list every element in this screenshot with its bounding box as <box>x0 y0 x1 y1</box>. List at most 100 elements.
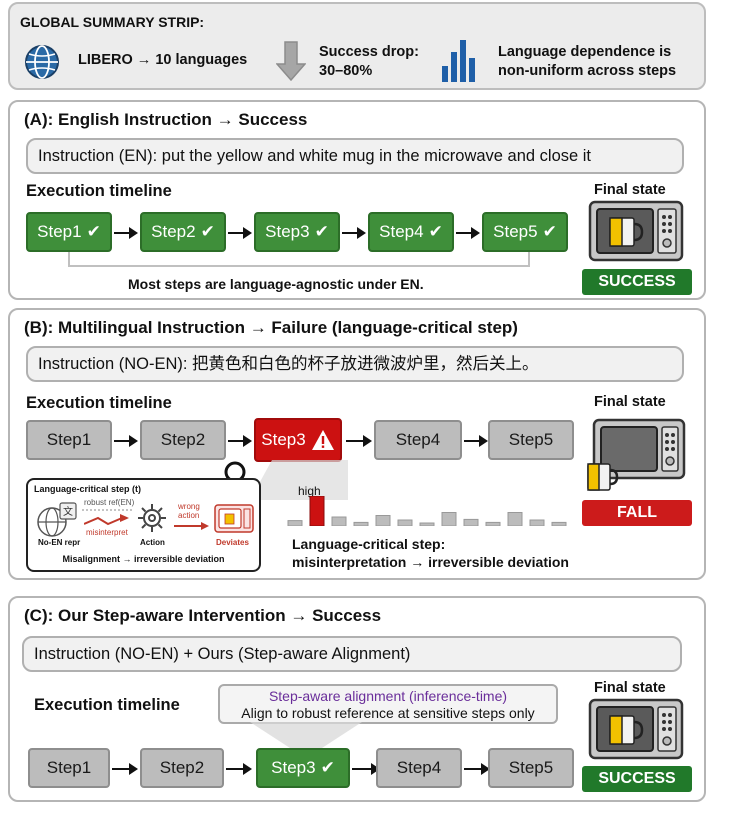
bar <box>397 519 413 526</box>
arrow-icon <box>342 227 366 239</box>
panel-a-step3: Step3✔ <box>254 212 340 252</box>
alignment-pointer <box>250 722 362 748</box>
step-label: Step4 <box>395 430 441 449</box>
zigzag-arrow-icon <box>84 514 129 526</box>
step-label: Step2 <box>160 430 206 449</box>
inset-misinterpret: misinterpret <box>86 528 128 537</box>
panel-b-step5: Step5 <box>488 420 574 460</box>
inset-bottom-caption: Misalignment → irreversible deviation <box>62 554 225 564</box>
bar <box>375 515 391 526</box>
step-dependence-bars <box>287 496 567 526</box>
check-icon: ✔ <box>314 222 329 241</box>
panel-b-multilingual: (B): Multilingual Instruction → Failure … <box>8 308 706 580</box>
bars-caption-line2: misinterpretation → irreversible deviati… <box>292 554 569 570</box>
bar <box>419 522 435 526</box>
inset-action-label: Action <box>140 538 165 547</box>
panel-c-instruction: Instruction (NO-EN) + Ours (Step-aware A… <box>22 636 682 672</box>
step-label: Step1 <box>37 222 82 241</box>
panel-c-step5: Step5 <box>488 748 574 788</box>
panel-b-step1: Step1 <box>26 420 112 460</box>
panel-a-step5: Step5✔ <box>482 212 568 252</box>
step-label: Step1 <box>46 430 92 449</box>
multilingual-globe-icon: 文 <box>37 502 77 537</box>
summary-dependence-line2: non-uniform across steps <box>498 63 677 79</box>
inset-wrong: wrong <box>178 502 200 511</box>
panel-a-caption: Most steps are language-agnostic under E… <box>128 276 424 292</box>
warning-icon <box>311 430 334 450</box>
arrow-icon <box>226 763 252 775</box>
panel-c-step1: Step1 <box>28 748 110 788</box>
bar <box>287 520 303 526</box>
microwave-icon <box>588 698 684 760</box>
arrow-icon <box>464 435 488 447</box>
microwave-icon <box>588 200 684 262</box>
globe-icon <box>25 45 59 79</box>
step-label: Step3 <box>261 430 306 449</box>
panel-b-final-state-label: Final state <box>594 394 666 410</box>
summary-drop-line2: 30–80% <box>319 63 373 79</box>
panel-c-step4: Step4 <box>376 748 462 788</box>
arrow-icon <box>228 435 252 447</box>
bar <box>353 521 369 526</box>
summary-libero-text: LIBERO → 10 languages <box>78 52 248 68</box>
panel-b-title: (B): Multilingual Instruction → Failure … <box>24 318 518 337</box>
panel-a-title: (A): English Instruction → Success <box>24 110 308 129</box>
red-microwave-icon <box>214 504 254 533</box>
panel-b-step2: Step2 <box>140 420 226 460</box>
bracket-connector <box>68 252 530 267</box>
bar-high <box>309 496 325 526</box>
panel-c-final-state-label: Final state <box>594 680 666 696</box>
align-line2: Align to robust reference at sensitive s… <box>241 705 535 721</box>
panel-b-timeline-label: Execution timeline <box>26 394 172 412</box>
panel-a-english: (A): English Instruction → Success Instr… <box>8 100 706 300</box>
microwave-fail-icon <box>587 418 686 491</box>
panel-c-intervention: (C): Our Step-aware Intervention → Succe… <box>8 596 706 802</box>
panel-a-final-state-label: Final state <box>594 182 666 198</box>
bar <box>507 512 523 526</box>
panel-c-timeline-label: Execution timeline <box>34 696 180 714</box>
bar <box>551 521 567 526</box>
arrow-icon <box>114 227 138 239</box>
arrow-icon <box>456 227 480 239</box>
panel-a-success-badge: SUCCESS <box>582 269 692 295</box>
summary-dependence-line1: Language dependence is <box>498 44 672 60</box>
check-icon: ✔ <box>428 222 443 241</box>
step-label: Step2 <box>151 222 196 241</box>
step-label: Step4 <box>379 222 424 241</box>
panel-b-fail-badge: FALL <box>582 500 692 526</box>
inset-action-word: action <box>178 511 200 520</box>
panel-a-timeline-label: Execution timeline <box>26 182 172 200</box>
step-aware-alignment-box: Step-aware alignment (inference-time) Al… <box>218 684 558 724</box>
panel-c-success-badge: SUCCESS <box>582 766 692 792</box>
global-summary-strip: GLOBAL SUMMARY STRIP: LIBERO → 10 langua… <box>8 2 706 90</box>
align-line1: Step-aware alignment (inference-time) <box>268 688 508 704</box>
inset-title: Language-critical step (t) <box>34 484 142 494</box>
arrow-icon <box>346 435 372 447</box>
bar <box>463 518 479 526</box>
check-icon: ✔ <box>320 758 335 777</box>
dashed-ref-line <box>82 509 132 511</box>
arrow-icon <box>228 227 252 239</box>
bar <box>529 519 545 526</box>
panel-c-step3: Step3✔ <box>256 748 350 788</box>
step-label: Step5 <box>493 222 538 241</box>
bars-caption-line1: Language-critical step: <box>292 536 446 552</box>
panel-a-step2: Step2✔ <box>140 212 226 252</box>
step-label: Step4 <box>396 758 442 777</box>
step-label: Step3 <box>271 758 316 777</box>
step-label: Step5 <box>508 758 554 777</box>
panel-b-step3-critical: Step3 <box>254 418 342 462</box>
check-icon: ✔ <box>200 222 215 241</box>
step-label: Step2 <box>159 758 205 777</box>
down-arrow-icon <box>276 41 306 82</box>
arrow-icon <box>464 763 490 775</box>
panel-b-step4: Step4 <box>374 420 462 460</box>
check-icon: ✔ <box>542 222 557 241</box>
check-icon: ✔ <box>86 222 101 241</box>
gear-icon <box>138 504 166 532</box>
callout-wedge <box>250 460 348 500</box>
language-critical-inset: Language-critical step (t) 文 robust ref(… <box>26 478 261 572</box>
panel-b-instruction: Instruction (NO-EN): 把黄色和白色的杯子放进微波炉里，然后关… <box>26 346 684 382</box>
inset-deviates-label: Deviates <box>216 538 249 547</box>
panel-a-instruction: Instruction (EN): put the yellow and whi… <box>26 138 684 174</box>
